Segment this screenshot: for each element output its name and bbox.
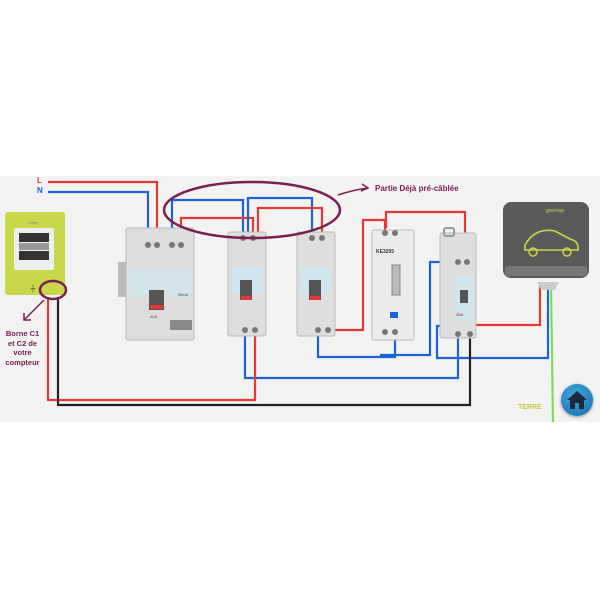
circuit-breaker-2	[296, 231, 336, 337]
contactor: 25A	[439, 227, 477, 339]
energy-meter-model: KE3205	[376, 249, 394, 255]
charger-brand: greenup	[546, 208, 565, 214]
home-button[interactable]	[561, 384, 593, 416]
home-icon	[567, 391, 587, 409]
rcd-current: 40A	[150, 314, 157, 319]
annotations	[23, 180, 370, 321]
meter-terminals-label: Borne C1 et C2 de votre compteur	[0, 329, 45, 367]
wires	[46, 180, 555, 423]
meter-terminals-line: compteur	[5, 357, 40, 367]
meter-terminals-line: et C2 de	[7, 338, 38, 348]
linky-brand: Linky	[28, 220, 37, 225]
line-label: L	[37, 176, 42, 185]
residual-current-device: 30mA 40A	[118, 227, 195, 341]
contactor-rating: 25A	[456, 312, 463, 317]
energy-meter: KE3205	[371, 229, 415, 341]
neutral-label: N	[37, 186, 43, 195]
earth-label: TERRE	[518, 404, 542, 411]
ev-charger-socket: greenup	[503, 202, 589, 290]
meter-terminals-line: votre	[13, 348, 32, 357]
rcd-rating: 30mA	[178, 292, 189, 297]
svg-text:⏚: ⏚	[29, 284, 37, 293]
circuit-breaker-1	[227, 231, 267, 337]
prewired-label: Partie Déjà pré-câblée	[375, 184, 459, 193]
linky-meter: Linky ⏚	[5, 212, 65, 295]
meter-terminals-line: Borne C1	[5, 329, 40, 338]
